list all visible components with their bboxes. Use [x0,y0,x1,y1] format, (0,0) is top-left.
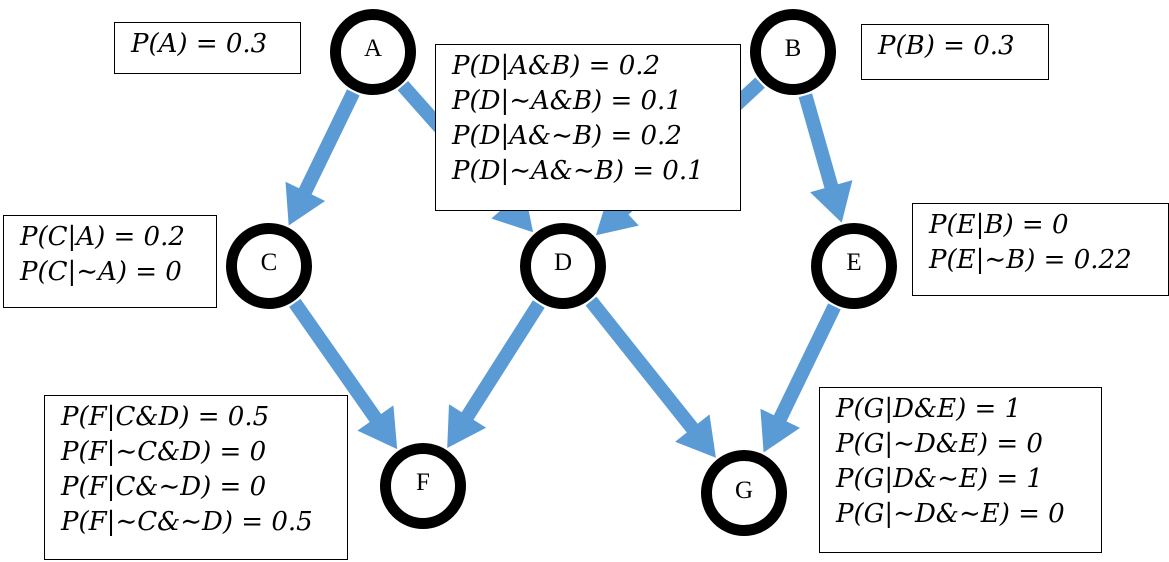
cpt-line: P(D|∼A&∼B) = 0.1 [452,156,704,186]
node-label-a: A [363,35,383,62]
cpt-line: P(E|B) = 0 [929,210,1069,240]
cpt-line: P(F|∼C&D) = 0 [61,437,267,467]
arrow-shape [798,93,853,223]
cpt-box-g: P(G|D&E) = 1 P(G|∼D&E) = 0 P(G|D&∼E) = 1… [819,387,1102,553]
edge-arrow-b-e [798,93,853,223]
edge-arrow-d-g [585,296,716,458]
cpt-line: P(G|D&∼E) = 1 [836,464,1043,494]
cpt-line: P(D|A&∼B) = 0.2 [452,121,682,151]
cpt-box-a: P(A) = 0.3 [114,22,301,74]
arrow-shape [289,298,398,450]
edge-arrow-c-f [289,298,398,450]
node-circle-a [330,9,416,95]
edge-arrow-d-f [447,300,545,448]
cpt-line: P(F|∼C&∼D) = 0.5 [61,507,313,537]
cpt-box-c: P(C|A) = 0.2 P(C|∼A) = 0 [3,215,217,308]
arrow-shape [585,296,716,458]
cpt-line: P(A) = 0.3 [131,29,268,59]
cpt-box-b: P(B) = 0.3 [861,24,1049,80]
cpt-box-f: P(F|C&D) = 0.5 P(F|∼C&D) = 0 P(F|C&∼D) =… [44,395,348,560]
cpt-line: P(D|A&B) = 0.2 [452,51,661,81]
node-circle-e [811,223,897,309]
node-label-e: E [846,249,862,276]
node-circle-c [226,223,312,309]
node-label-c: C [260,249,278,276]
cpt-line: P(B) = 0.3 [878,31,1015,61]
node-label-b: B [784,35,802,62]
cpt-line: P(G|∼D&∼E) = 0 [836,499,1065,529]
cpt-line: P(C|A) = 0.2 [20,222,185,252]
cpt-line: P(D|∼A&B) = 0.1 [452,86,682,116]
cpt-box-d: P(D|A&B) = 0.2 P(D|∼A&B) = 0.1 P(D|A&∼B)… [435,44,741,211]
node-circle-g [701,450,787,536]
cpt-line: P(F|C&∼D) = 0 [61,472,267,502]
cpt-line: P(G|D&E) = 1 [836,394,1022,424]
edge-arrow-a-c [285,89,360,226]
node-label-f: F [416,469,430,496]
cpt-line: P(G|∼D&E) = 0 [836,429,1043,459]
cpt-box-e: P(E|B) = 0 P(E|∼B) = 0.22 [912,203,1169,296]
node-circle-d [520,223,606,309]
node-circle-f [380,443,466,529]
cpt-line: P(F|C&D) = 0.5 [61,402,270,432]
node-label-g: G [734,477,754,504]
node-circle-b [750,9,836,95]
arrow-shape [760,303,841,453]
arrow-shape [447,300,545,448]
arrow-shape [285,89,360,226]
cpt-line: P(C|∼A) = 0 [20,257,182,287]
node-label-d: D [553,249,573,276]
cpt-line: P(E|∼B) = 0.22 [929,245,1132,275]
edge-arrow-e-g [760,303,841,453]
